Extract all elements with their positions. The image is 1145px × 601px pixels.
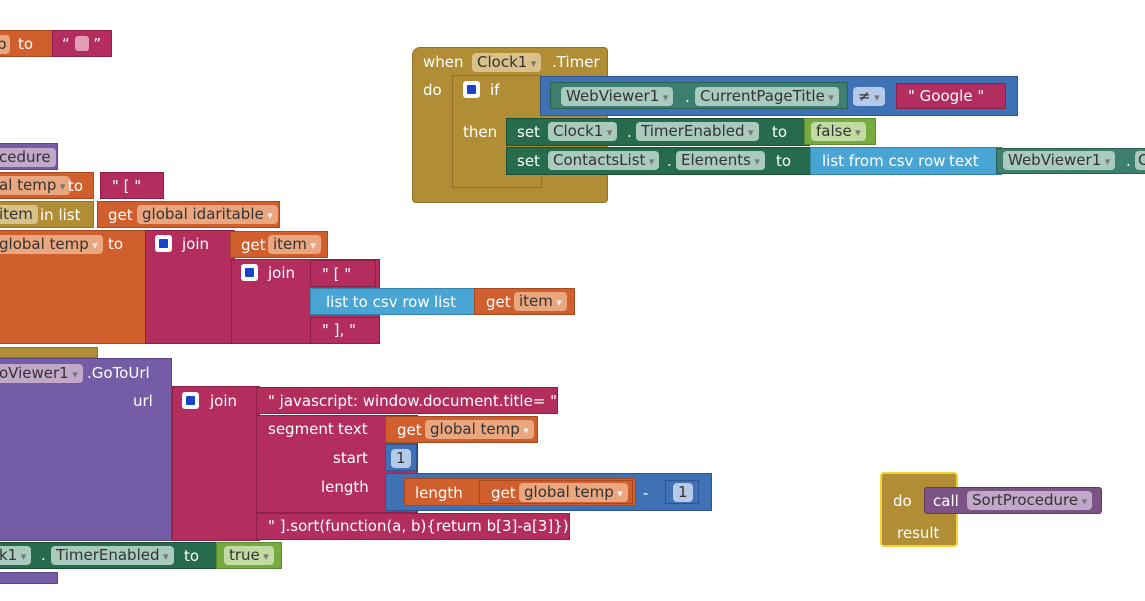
join-label: join — [268, 264, 296, 282]
temp-field[interactable]: global temp — [425, 420, 534, 439]
to-label: to — [776, 152, 792, 170]
timer-event-label: .Timer — [552, 53, 600, 71]
clock-comp-field[interactable]: Clock1 — [472, 53, 542, 72]
when-label: when — [423, 53, 464, 71]
neq-operator[interactable]: ≠ — [853, 87, 885, 106]
list-to-csv-label: list to csv row — [326, 293, 430, 311]
dot-separator: . — [627, 123, 632, 141]
contactslist-field[interactable]: ContactsList — [548, 151, 660, 170]
string-bracket-block[interactable] — [310, 260, 376, 287]
get-label: get — [491, 484, 516, 502]
to-label: to — [772, 123, 788, 141]
dot-separator: . — [1126, 152, 1131, 170]
currentpagetitle-field[interactable]: CurrentPageTitle — [695, 87, 839, 106]
number-start-field[interactable]: 1 — [391, 449, 411, 468]
length-label: length — [321, 478, 369, 496]
string-sort: " ].sort(function(a, b){return b[3]-a[3]… — [268, 517, 586, 535]
to-label: to — [18, 35, 34, 53]
list-label: list — [434, 293, 457, 311]
var-field-topleft[interactable]: p — [0, 35, 10, 54]
block-separator-bottom — [0, 572, 58, 584]
mutator-gear-icon[interactable] — [463, 81, 480, 98]
string-open-bracket: " [ " — [112, 177, 142, 195]
do-label: do — [893, 492, 912, 510]
idaritable-field[interactable]: global idaritable — [137, 205, 278, 224]
item-field[interactable]: item — [268, 235, 321, 254]
to-label: to — [184, 547, 200, 565]
string-js: " javascript: window.document.title= " — [268, 392, 558, 410]
mutator-gear-icon[interactable] — [241, 264, 258, 281]
webviewer-field[interactable]: WebViewer1 — [1003, 151, 1116, 170]
get-label: get — [486, 293, 511, 311]
number-one-field[interactable]: 1 — [673, 483, 693, 502]
temp-field[interactable]: global temp — [519, 483, 628, 502]
procedure-name-field[interactable]: cedure — [0, 148, 56, 167]
gotourl-method: .GoToUrl — [87, 364, 150, 382]
list-from-csv-row-block[interactable] — [810, 147, 1002, 175]
minus-operator[interactable]: - — [643, 484, 649, 502]
var-temp2-field[interactable]: global temp — [0, 235, 103, 254]
string-open-bracket-block[interactable] — [100, 172, 164, 199]
result-label: result — [897, 524, 940, 542]
item-field[interactable]: item — [0, 205, 38, 224]
segment-label: segment — [268, 420, 334, 438]
true-field[interactable]: true — [224, 546, 274, 565]
string-close-bracket-block[interactable] — [310, 317, 380, 344]
gotourl-block[interactable] — [0, 358, 172, 541]
list-to-csv-row-block[interactable] — [310, 288, 478, 315]
property-tail-field[interactable]: C — [1135, 151, 1145, 170]
dot-separator: . — [685, 88, 690, 106]
webviewer-field[interactable]: oViewer1 — [0, 364, 83, 383]
string-sort-block[interactable] — [256, 513, 570, 540]
string-google: " Google " — [908, 87, 985, 105]
procedure-name-field[interactable]: SortProcedure — [967, 491, 1093, 510]
join-label: join — [182, 235, 210, 253]
dot-separator: . — [667, 152, 672, 170]
timerenabled-field[interactable]: TimerEnabled — [51, 546, 174, 565]
clock-field[interactable]: k1 — [0, 546, 32, 565]
get-label: get — [108, 206, 133, 224]
join-label: join — [210, 392, 238, 410]
if-label: if — [490, 81, 500, 99]
list-from-csv-label: list from csv row — [822, 152, 946, 170]
text-label: text — [949, 152, 979, 170]
string-js-block[interactable] — [256, 387, 558, 414]
to-label: to — [68, 177, 84, 195]
in-list-label: in list — [40, 206, 81, 224]
string-empty-text: “ ” — [62, 35, 102, 53]
call-label: call — [933, 492, 959, 510]
set-label: set — [517, 152, 540, 170]
join-url-block[interactable] — [172, 386, 260, 541]
then-label: then — [463, 123, 498, 141]
set-label: set — [517, 123, 540, 141]
item-field[interactable]: item — [514, 292, 567, 311]
block-separator — [0, 347, 98, 358]
elements-field[interactable]: Elements — [676, 151, 765, 170]
do-label: do — [423, 81, 442, 99]
start-label: start — [333, 449, 368, 467]
url-label: url — [133, 392, 153, 410]
text-label: text — [338, 420, 368, 438]
dot-separator: . — [41, 546, 46, 564]
mutator-gear-icon[interactable] — [182, 392, 199, 409]
string-close-bracket: " ], " — [322, 321, 356, 339]
string-bracket: " [ " — [322, 265, 352, 283]
clock-field[interactable]: Clock1 — [548, 122, 618, 141]
timerenabled-field[interactable]: TimerEnabled — [636, 122, 759, 141]
get-label: get — [241, 236, 266, 254]
to-label: to — [108, 235, 124, 253]
webviewer-field[interactable]: WebViewer1 — [561, 87, 674, 106]
var-temp-field[interactable]: al temp — [0, 176, 71, 195]
get-label: get — [397, 421, 422, 439]
false-field[interactable]: false — [811, 122, 866, 141]
string-google-block[interactable] — [896, 83, 1006, 109]
mutator-gear-icon[interactable] — [155, 235, 172, 252]
length-fn-label: length — [415, 484, 463, 502]
